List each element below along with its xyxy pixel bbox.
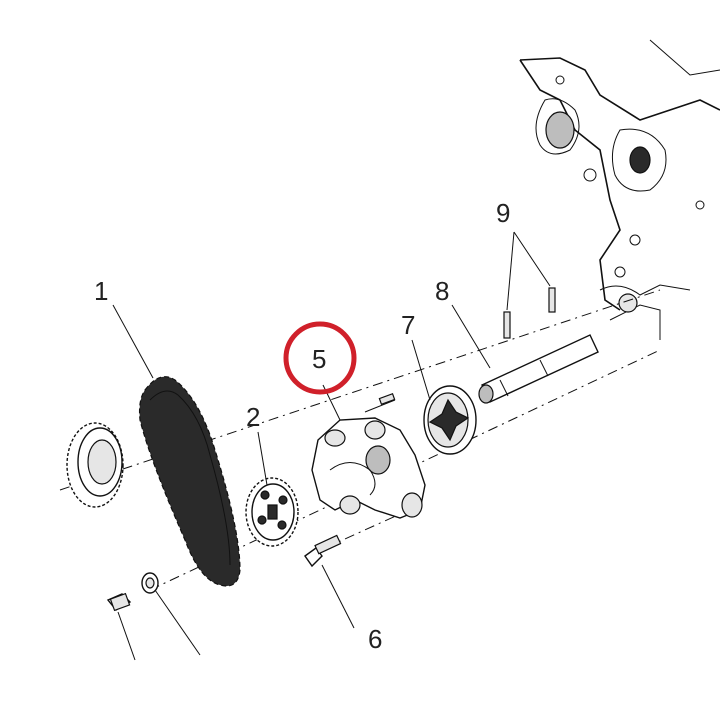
callout-8: 8	[435, 276, 449, 306]
sprocket-bolt	[106, 572, 159, 612]
callout-6: 6	[368, 624, 382, 654]
highlight-ring	[283, 321, 357, 395]
callout-2: 2	[246, 402, 260, 432]
callout-1: 1	[94, 276, 108, 306]
pump-rotor	[423, 385, 477, 455]
pump-sprocket	[245, 477, 299, 547]
leader-lines	[112, 231, 551, 661]
callout-5: 5	[312, 344, 326, 374]
callout-7: 7	[401, 310, 415, 340]
pump-bolt	[304, 534, 342, 568]
pump-shaft	[478, 334, 599, 404]
engine-case	[519, 39, 720, 340]
dowel-pins	[503, 287, 556, 339]
crank-sprocket	[66, 422, 124, 508]
oil-pump-body	[311, 393, 426, 519]
callout-9: 9	[496, 198, 510, 228]
timing-chain	[138, 376, 241, 587]
